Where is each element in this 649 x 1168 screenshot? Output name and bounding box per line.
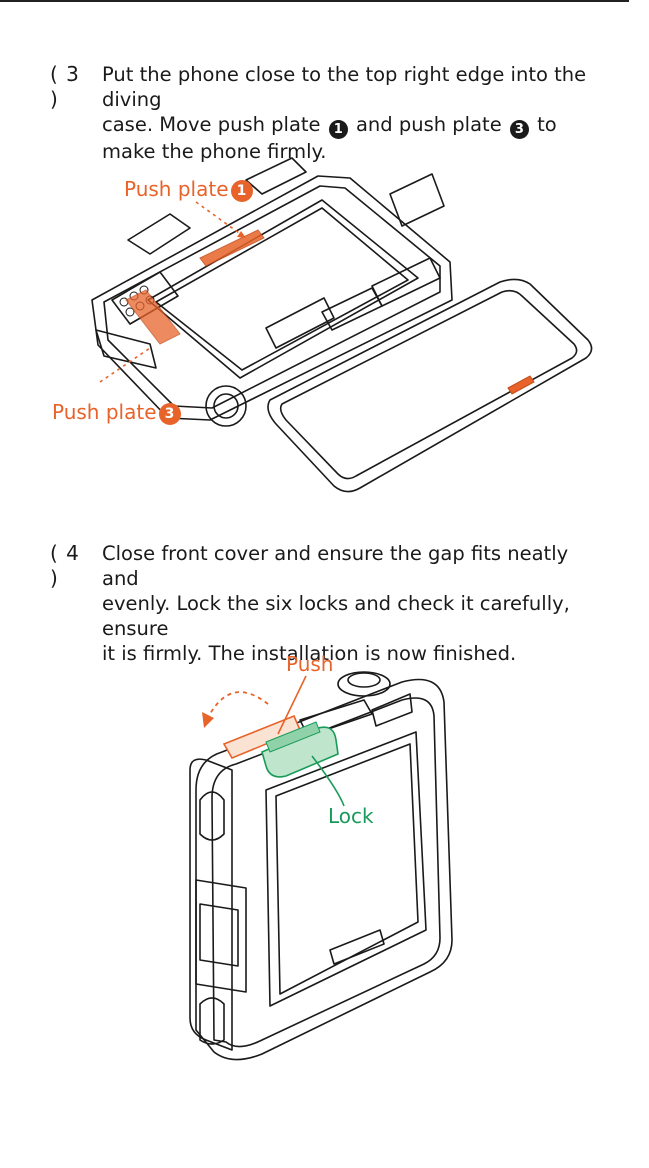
step-4: ( 4 ) Close front cover and ensure the g… — [50, 541, 610, 666]
lock-label: Lock — [328, 804, 374, 828]
push-label: Push — [286, 652, 334, 676]
step-3: ( 3 ) Put the phone close to the top rig… — [50, 62, 610, 164]
phone-insertion-illustration — [91, 157, 593, 493]
top-divider — [0, 0, 629, 2]
plate-1-badge: 1 — [328, 120, 348, 139]
step-4-line-2: evenly. Lock the six locks and check it … — [102, 592, 570, 640]
step-4-line-3: it is firmly. The installation is now fi… — [102, 642, 517, 665]
step-4-number: ( 4 ) — [50, 541, 80, 590]
step-4-text: Close front cover and ensure the gap fit… — [102, 541, 610, 666]
plate-3-badge: 3 — [509, 120, 529, 139]
step-3-number: ( 3 ) — [50, 62, 80, 111]
step-3-line-3: make the phone firmly. — [102, 140, 327, 163]
step-3-text: Put the phone close to the top right edg… — [102, 62, 610, 164]
plate-3-callout-badge: 3 — [158, 403, 181, 425]
step-3-line-1: Put the phone close to the top right edg… — [102, 63, 587, 111]
plate-1-callout-badge: 1 — [230, 180, 253, 202]
step-3-line-2: case. Move push plate 1 and push plate 3… — [102, 113, 557, 139]
step-4-line-1: Close front cover and ensure the gap fit… — [102, 542, 569, 590]
